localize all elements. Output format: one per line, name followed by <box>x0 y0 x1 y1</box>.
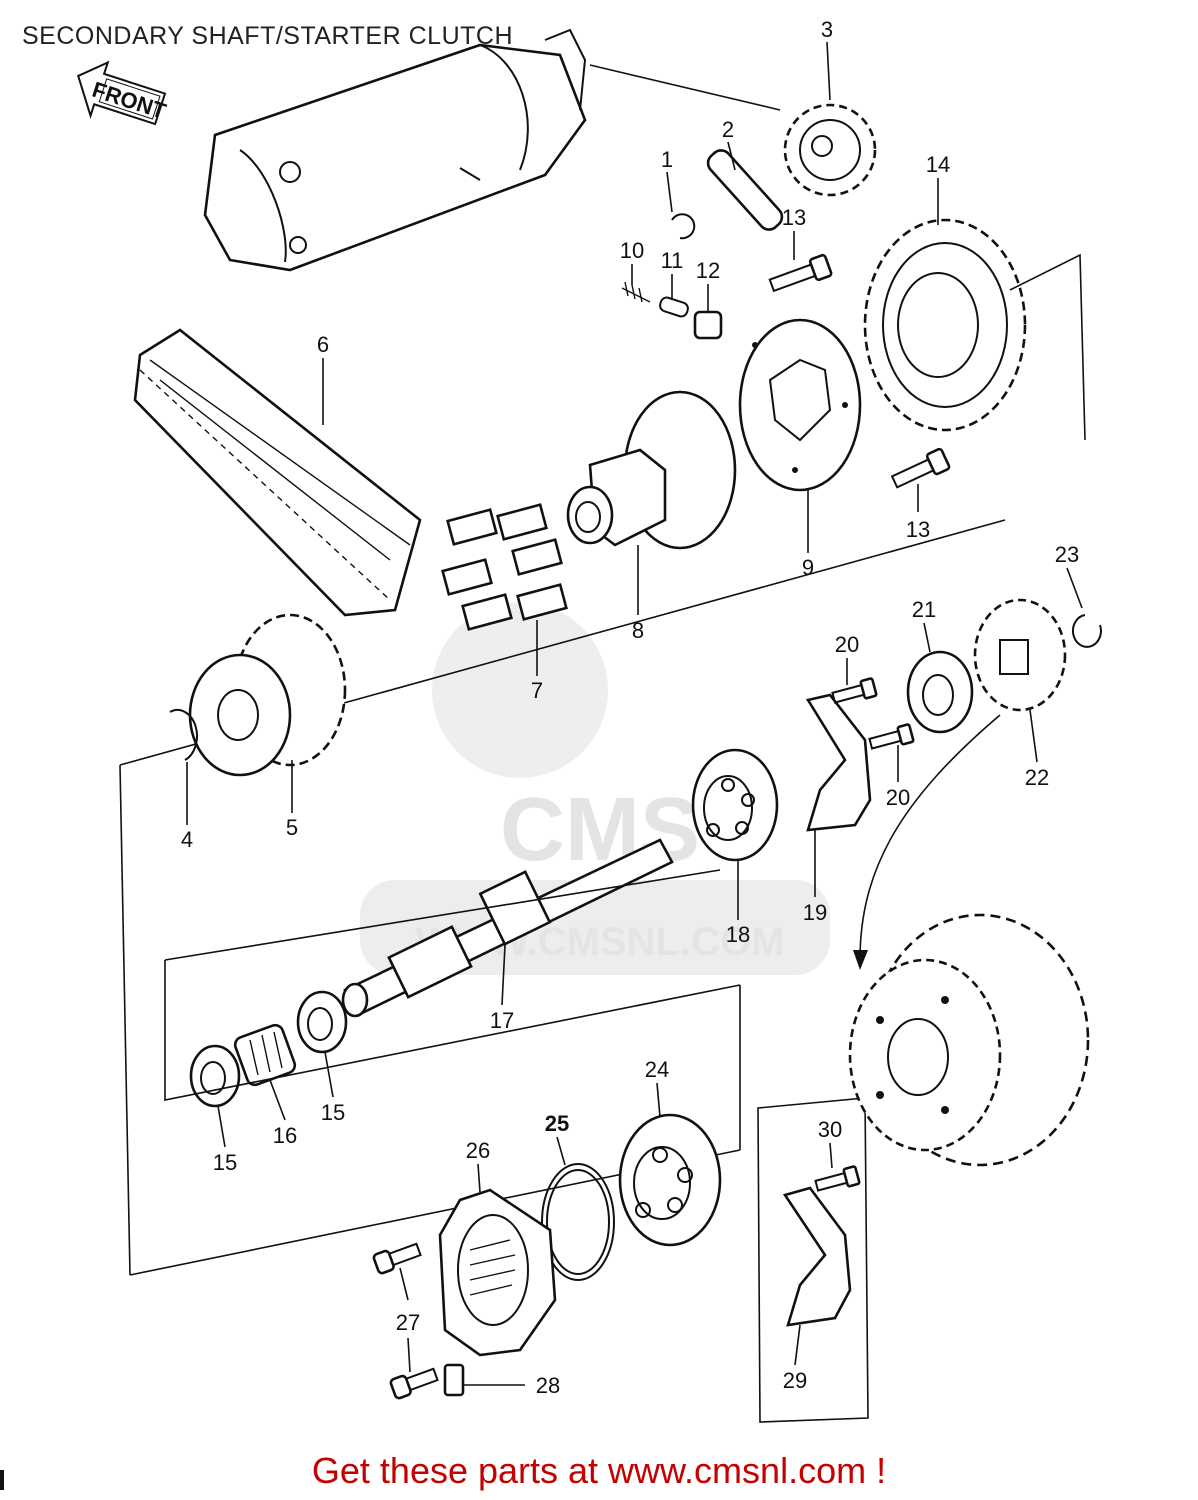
front-direction-arrow: FRONT <box>76 60 170 126</box>
callout-7: 7 <box>531 678 543 703</box>
callout-20-upper: 20 <box>835 632 859 657</box>
callout-10: 10 <box>620 238 644 263</box>
circlip-4 <box>169 709 198 761</box>
callout-4: 4 <box>181 827 193 852</box>
lock-plate-28 <box>443 1363 465 1397</box>
thrust-washer-15-left <box>189 1044 241 1108</box>
callout-20-lower: 20 <box>886 785 910 810</box>
idle-gear-shaft <box>706 149 784 231</box>
callout-24: 24 <box>645 1057 669 1082</box>
group-line-left <box>119 764 131 1276</box>
group-line-mid <box>164 869 721 961</box>
page-edge-mark <box>0 1470 4 1490</box>
screw-27-lower <box>389 1367 439 1400</box>
alt-parts-box <box>757 1097 869 1423</box>
output-sprocket <box>973 598 1067 712</box>
bolt-13-top <box>768 253 833 293</box>
callout-13-top: 13 <box>782 205 806 230</box>
callout-3: 3 <box>821 17 833 42</box>
callout-15-left: 15 <box>213 1150 237 1175</box>
bearing-18 <box>691 748 779 862</box>
callout-14: 14 <box>926 152 950 177</box>
arrow-to-clutch <box>859 714 1001 961</box>
callout-29: 29 <box>783 1368 807 1393</box>
secondary-shaft <box>341 838 674 1018</box>
callout-12: 12 <box>696 258 720 283</box>
collar-21 <box>906 650 974 734</box>
starter-clutch-gear <box>863 218 1027 432</box>
leader-line <box>589 64 781 111</box>
bolt-20-upper <box>831 677 878 704</box>
primary-chain <box>133 328 422 617</box>
watermark-brand: CMS <box>500 780 700 880</box>
callout-6: 6 <box>317 332 329 357</box>
bearing-retainer-29 <box>782 1186 852 1327</box>
callout-18: 18 <box>726 922 750 947</box>
callout-16: 16 <box>273 1123 297 1148</box>
bolt-30 <box>814 1165 861 1192</box>
page-title: SECONDARY SHAFT/STARTER CLUTCH <box>22 22 514 50</box>
rubber-damper <box>441 503 568 631</box>
callout-17: 17 <box>490 1008 514 1033</box>
thrust-washer-15-right <box>296 990 348 1054</box>
starter-motor <box>203 28 587 272</box>
callout-21: 21 <box>912 597 936 622</box>
clutch-hub <box>566 390 737 550</box>
callout-22: 22 <box>1025 765 1049 790</box>
clutch-housing <box>848 913 1090 1167</box>
circlip-23 <box>1071 614 1102 648</box>
callout-23: 23 <box>1055 542 1079 567</box>
bearing-cap-26 <box>438 1188 557 1357</box>
bolt-13-lower <box>890 447 951 489</box>
starter-idle-gear <box>783 103 877 197</box>
callout-1: 1 <box>661 147 673 172</box>
bearing-24 <box>618 1113 722 1247</box>
leader-lines <box>186 41 1083 1386</box>
front-label: FRONT <box>89 77 169 124</box>
callout-26: 26 <box>466 1138 490 1163</box>
screw-27-upper <box>372 1242 422 1275</box>
callout-30: 30 <box>818 1117 842 1142</box>
callout-labels: 1 2 3 4 5 6 7 8 9 10 11 12 13 13 14 15 1… <box>181 17 1079 1398</box>
callout-15-right: 15 <box>321 1100 345 1125</box>
needle-bearing-16 <box>233 1023 297 1087</box>
callout-19: 19 <box>803 900 827 925</box>
o-ring-25 <box>541 1163 615 1281</box>
footer-link-text[interactable]: Get these parts at www.cmsnl.com ! <box>311 1450 887 1491</box>
group-bracket-line <box>1009 253 1086 441</box>
starter-clutch-body <box>738 318 862 492</box>
callout-2: 2 <box>722 117 734 142</box>
callout-5: 5 <box>286 815 298 840</box>
callout-27: 27 <box>396 1310 420 1335</box>
callout-9: 9 <box>802 555 814 580</box>
callout-28: 28 <box>536 1373 560 1398</box>
bolt-20-lower <box>868 723 915 750</box>
callout-11: 11 <box>661 248 684 273</box>
callout-8: 8 <box>632 618 644 643</box>
circlip-1 <box>671 213 696 240</box>
callout-25: 25 <box>545 1111 569 1136</box>
bearing-retainer-19 <box>805 693 872 832</box>
callout-13-lower: 13 <box>906 517 930 542</box>
group-line-lower <box>164 960 741 1101</box>
secondary-shaft-gear <box>188 613 347 777</box>
